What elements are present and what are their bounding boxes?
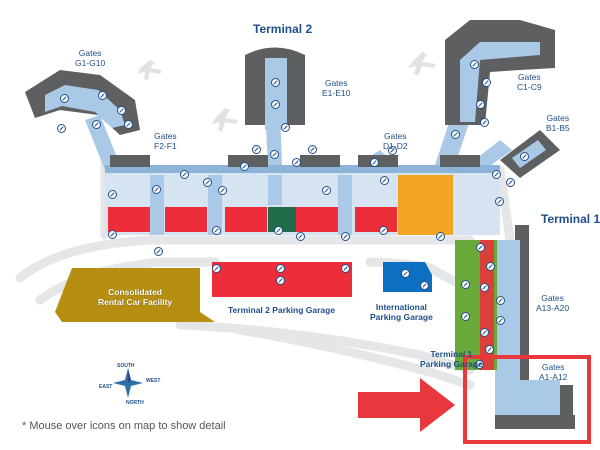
concourse-c: [445, 20, 555, 125]
elevator-icon[interactable]: [252, 145, 261, 154]
elevator-icon[interactable]: [420, 281, 429, 290]
restroom-icon[interactable]: [486, 262, 495, 271]
gates-d-label: Gates D1-D2: [383, 131, 408, 151]
elevator-icon[interactable]: [506, 178, 515, 187]
restroom-icon[interactable]: [520, 152, 529, 161]
elevator-icon[interactable]: [480, 118, 489, 127]
gates-f-label: Gates F2-F1: [154, 131, 177, 151]
elevator-icon[interactable]: [476, 243, 485, 252]
gates-e-label: Gates E1-E10: [322, 78, 351, 98]
terminal-2-building: [105, 155, 500, 235]
elevator-icon[interactable]: [341, 264, 350, 273]
elevator-icon[interactable]: [496, 316, 505, 325]
dining-icon[interactable]: [270, 150, 279, 159]
restroom-icon[interactable]: [271, 100, 280, 109]
compass-south-label: SOUTH: [117, 363, 135, 369]
international-garage-label: International Parking Garage: [370, 302, 433, 322]
restroom-icon[interactable]: [341, 232, 350, 241]
terminal-2-garage-label: Terminal 2 Parking Garage: [228, 305, 336, 315]
restroom-icon[interactable]: [480, 283, 489, 292]
restroom-icon[interactable]: [271, 78, 280, 87]
restroom-icon[interactable]: [470, 60, 479, 69]
road-network: [15, 150, 515, 390]
shopping-icon[interactable]: [388, 146, 397, 155]
restroom-icon[interactable]: [108, 190, 117, 199]
restroom-icon[interactable]: [495, 197, 504, 206]
shopping-icon[interactable]: [124, 120, 133, 129]
concourse-g: [25, 70, 140, 135]
restroom-icon[interactable]: [60, 94, 69, 103]
airplane-icon: [138, 60, 162, 80]
rental-car-label: Consolidated Rental Car Facility: [98, 287, 173, 307]
restroom-icon[interactable]: [292, 158, 301, 167]
concourse-e: [245, 47, 305, 130]
rental-car-facility: [55, 268, 215, 322]
restroom-icon[interactable]: [492, 170, 501, 179]
gates-a1-label: Gates A1-A12: [539, 362, 568, 382]
map-footnote: * Mouse over icons on map to show detail: [22, 420, 226, 432]
terminal-1-label: Terminal 1: [541, 212, 600, 226]
elevator-icon[interactable]: [98, 91, 107, 100]
shopping-icon[interactable]: [296, 232, 305, 241]
compass-east-label: EAST: [99, 384, 113, 390]
restroom-icon[interactable]: [274, 226, 283, 235]
elevator-icon[interactable]: [276, 264, 285, 273]
dining-icon[interactable]: [92, 120, 101, 129]
compass-west-label: WEST: [146, 378, 161, 384]
arrow-icon: [358, 378, 455, 432]
airplane-icon: [212, 108, 238, 132]
dining-icon[interactable]: [370, 158, 379, 167]
restroom-icon[interactable]: [380, 176, 389, 185]
compass-icon: [113, 368, 143, 398]
elevator-icon[interactable]: [212, 264, 221, 273]
highlight-box: [463, 355, 591, 444]
restroom-icon[interactable]: [496, 296, 505, 305]
gates-a13-label: Gates A13-A20: [536, 293, 570, 313]
restroom-icon[interactable]: [240, 162, 249, 171]
dining-icon[interactable]: [108, 230, 117, 239]
concourse-b: [500, 130, 560, 178]
terminal-2-label: Terminal 2: [253, 22, 313, 36]
parking-icon[interactable]: [276, 276, 285, 285]
parking-icon[interactable]: [401, 269, 410, 278]
gates-b-label: Gates B1-B5: [546, 113, 570, 133]
parking-icon[interactable]: [461, 280, 470, 289]
elevator-icon[interactable]: [379, 226, 388, 235]
elevator-icon[interactable]: [475, 360, 484, 369]
shopping-icon[interactable]: [218, 186, 227, 195]
restroom-icon[interactable]: [117, 106, 126, 115]
restroom-icon[interactable]: [436, 232, 445, 241]
restroom-icon[interactable]: [485, 345, 494, 354]
dining-icon[interactable]: [203, 178, 212, 187]
elevator-icon[interactable]: [461, 312, 470, 321]
terminal-1-garage-label: Terminal 1 Parking Garage: [420, 349, 483, 369]
gates-c-label: Gates C1-C9: [517, 72, 542, 92]
elevator-icon[interactable]: [152, 185, 161, 194]
elevator-icon[interactable]: [281, 123, 290, 132]
terminal-1-building: [455, 225, 575, 429]
restroom-icon[interactable]: [480, 328, 489, 337]
elevator-icon[interactable]: [154, 247, 163, 256]
elevator-icon[interactable]: [212, 226, 221, 235]
elevator-icon[interactable]: [57, 124, 66, 133]
gates-g-label: Gates G1-G10: [75, 48, 106, 68]
airplane-icon: [408, 52, 436, 76]
elevator-icon[interactable]: [180, 170, 189, 179]
elevator-icon[interactable]: [308, 145, 317, 154]
restroom-icon[interactable]: [451, 130, 460, 139]
restroom-icon[interactable]: [476, 100, 485, 109]
compass-north-label: NORTH: [126, 400, 144, 406]
elevator-icon[interactable]: [322, 186, 331, 195]
elevator-icon[interactable]: [482, 78, 491, 87]
